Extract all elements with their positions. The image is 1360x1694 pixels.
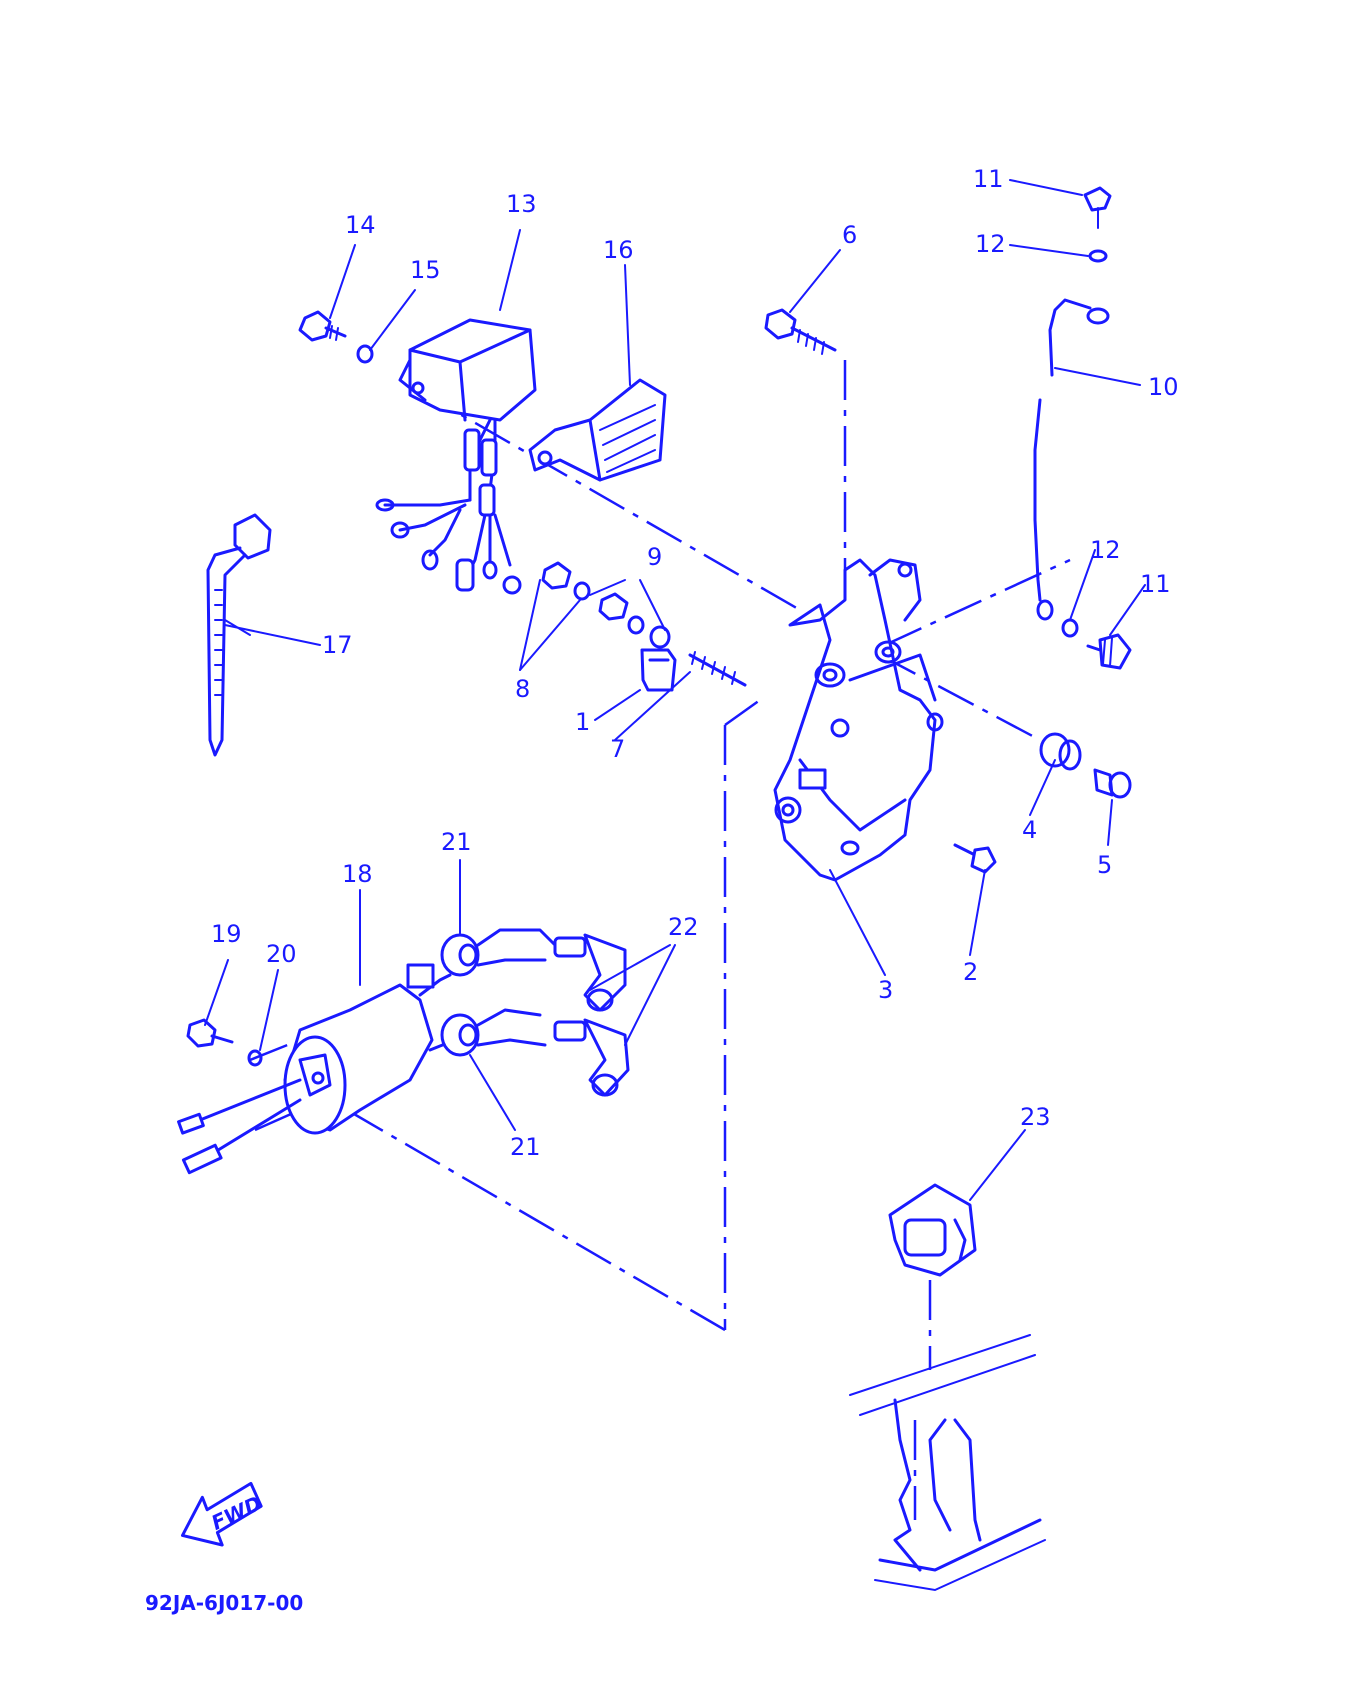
label-part-21-top: 21 [441,828,472,856]
label-part-12-top: 12 [975,230,1006,258]
label-part-1: 1 [575,708,590,736]
label-part-22: 22 [668,913,699,941]
label-part-17: 17 [322,631,353,659]
cdi-unit [375,318,537,595]
bolt-14 [298,310,347,342]
collar-5 [1093,768,1132,799]
fwd-arrow-icon: FWD [180,1481,265,1547]
label-part-14: 14 [345,211,376,239]
label-part-4: 4 [1022,816,1037,844]
stay-plate-3 [773,558,944,882]
bolt-6 [764,308,837,355]
leader-lines [204,179,1146,1201]
lower-cowling [849,1334,1046,1592]
washer-15 [356,344,374,364]
label-part-7: 7 [610,735,625,763]
label-part-13: 13 [506,190,537,218]
part-number-labels: 1 2 3 4 5 6 7 8 9 10 11 12 12 11 13 14 1… [211,165,1179,1161]
rectifier-16 [528,378,667,482]
screw-2 [953,843,997,874]
label-part-9: 9 [647,543,662,571]
bolt-19 [186,1018,234,1048]
label-part-23: 23 [1020,1103,1051,1131]
label-part-16: 16 [603,236,634,264]
assembly-guide-lines [249,360,1071,1370]
label-part-15: 15 [410,256,441,284]
cable-tie-17 [206,513,272,757]
label-part-8: 8 [515,675,530,703]
label-part-6: 6 [842,221,857,249]
nuts-washers-8-9 [541,561,671,649]
label-part-12-bottom: 12 [1090,536,1121,564]
stud-7 [688,651,747,687]
label-part-20: 20 [266,940,297,968]
label-part-11-top: 11 [973,165,1004,193]
drawing-code: 92JA-6J017-00 [145,1591,303,1615]
clip-1 [640,648,677,692]
label-part-19: 19 [211,920,242,948]
label-part-11-bottom: 11 [1140,570,1171,598]
label-part-5: 5 [1097,851,1112,879]
ignition-coil-18 [177,963,457,1175]
grommet-23 [888,1183,977,1277]
washer-20 [247,1049,263,1067]
label-part-2: 2 [963,958,978,986]
label-part-3: 3 [878,976,893,1004]
grommet-4 [1039,732,1082,771]
ground-lead-10 [1033,186,1132,670]
plug-caps-21-22 [440,928,630,1097]
label-part-21-bottom: 21 [510,1133,541,1161]
label-part-10: 10 [1148,373,1179,401]
label-part-18: 18 [342,860,373,888]
